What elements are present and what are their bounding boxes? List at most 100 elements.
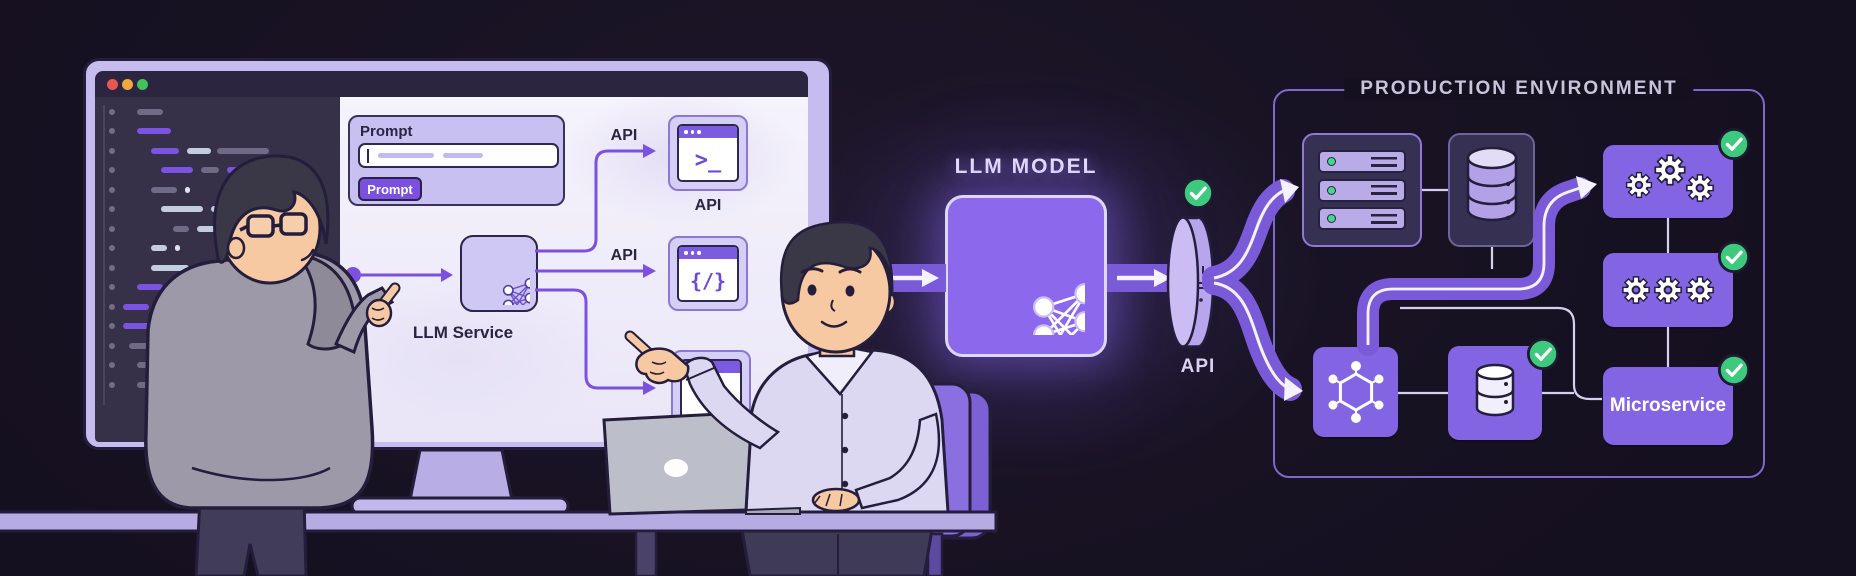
monitor-screen: Prompt Prompt LLM Service API [95, 97, 808, 442]
gutter-dot [109, 323, 115, 329]
database-panel [1448, 133, 1535, 247]
code-token [137, 284, 163, 290]
gutter-dot [109, 167, 115, 173]
gutter-dot [109, 284, 115, 290]
browser-box-caption: API [694, 197, 722, 214]
gutter-dot [109, 187, 115, 193]
browser-box-code: {/} [668, 236, 748, 311]
code-lines [95, 97, 340, 442]
standing-man-legs [194, 496, 308, 576]
code-token [151, 187, 177, 193]
desk-leg [634, 529, 658, 576]
code-token [161, 167, 193, 173]
code-token [151, 245, 167, 251]
code-token [137, 362, 177, 368]
server-vents-icon [1371, 156, 1397, 167]
minimize-traffic-light-icon [122, 79, 133, 90]
editor-gutter-divider [103, 105, 105, 405]
input-flow-arrow [856, 264, 946, 292]
office-chair [890, 382, 992, 576]
desk [0, 510, 998, 576]
code-token [137, 109, 163, 115]
server-unit [1318, 178, 1406, 202]
placeholder-dash [443, 153, 483, 158]
code-editor-panel [95, 97, 340, 442]
monitor: Prompt Prompt LLM Service API [83, 58, 832, 450]
close-traffic-light-icon [107, 79, 118, 90]
output-flow-arrow [1107, 264, 1179, 292]
api-arrow-label-mid: API [610, 247, 638, 264]
check-badge-icon [1717, 127, 1751, 161]
worker-gears-box [1603, 253, 1733, 327]
neural-network-icon [967, 217, 1085, 335]
server-unit [1318, 207, 1406, 230]
code-token [123, 323, 153, 329]
gutter-dot [109, 245, 115, 251]
browser-box-terminal: >_ [668, 115, 748, 191]
api-arrow-label-top: API [610, 127, 638, 144]
whiteboard-canvas: Prompt Prompt LLM Service API [340, 97, 808, 442]
microservice-label: Microservice [1609, 395, 1727, 416]
code-token [151, 148, 179, 154]
code-token [201, 167, 219, 173]
prompt-panel: Prompt Prompt [348, 115, 565, 206]
code-token [217, 148, 269, 154]
hexagon-nodes-icon [1328, 361, 1383, 423]
prompt-input[interactable] [358, 143, 559, 168]
browser-titlebar [679, 126, 737, 138]
gutter-dot [109, 148, 115, 154]
neural-network-icon [468, 243, 530, 305]
hoodie-pocket [191, 466, 331, 482]
api-gateway-label: API [1180, 356, 1216, 377]
gutter-dot [109, 226, 115, 232]
code-token [211, 206, 237, 212]
database-icon [1475, 363, 1515, 417]
code-token [161, 206, 203, 212]
code-token [137, 128, 171, 134]
check-badge-icon [1526, 337, 1560, 371]
database-icon [1466, 146, 1517, 222]
laptop-keyboard [745, 506, 801, 515]
cylinder-glyphs [1199, 266, 1208, 289]
llm-model-box [945, 195, 1107, 357]
worker-gears-box [1603, 145, 1733, 218]
gutter-dot [109, 109, 115, 115]
status-led [1327, 157, 1336, 166]
code-braces-icon: {/} [689, 268, 727, 293]
llm-model-title: LLM MODEL [954, 155, 1098, 178]
gutter-dot [109, 128, 115, 134]
sitting-man-legs [740, 528, 934, 576]
browser-box-partial [671, 350, 751, 428]
server-vents-icon [1371, 213, 1397, 224]
placeholder-dash [378, 153, 434, 158]
gears-icon [1603, 145, 1733, 218]
prompt-submit-button[interactable]: Prompt [358, 177, 422, 201]
gears-icon [1603, 253, 1733, 327]
llm-service-node [460, 235, 538, 312]
gutter-dot [109, 382, 115, 388]
server-rack-panel [1302, 133, 1422, 247]
code-token [185, 187, 190, 193]
browser-window-icon [682, 373, 740, 417]
gutter-dot [109, 265, 115, 271]
gutter-dot [109, 304, 115, 310]
monitor-stand [350, 448, 570, 516]
terminal-icon: >_ [694, 147, 722, 173]
code-token [187, 148, 211, 154]
code-token [197, 265, 211, 271]
text-cursor [367, 148, 369, 163]
code-token [129, 343, 149, 349]
status-led [1327, 214, 1336, 223]
microservice-box: Microservice [1603, 367, 1733, 445]
gutter-dot [109, 206, 115, 212]
code-token [227, 167, 253, 173]
code-token [197, 226, 227, 232]
code-token [123, 304, 149, 310]
code-token [175, 245, 180, 251]
window-titlebar [95, 71, 808, 97]
prompt-panel-title: Prompt [360, 123, 413, 140]
check-badge-icon [1717, 353, 1751, 387]
api-gateway-cylinder [1166, 216, 1215, 348]
laptop-logo-icon [664, 459, 688, 477]
